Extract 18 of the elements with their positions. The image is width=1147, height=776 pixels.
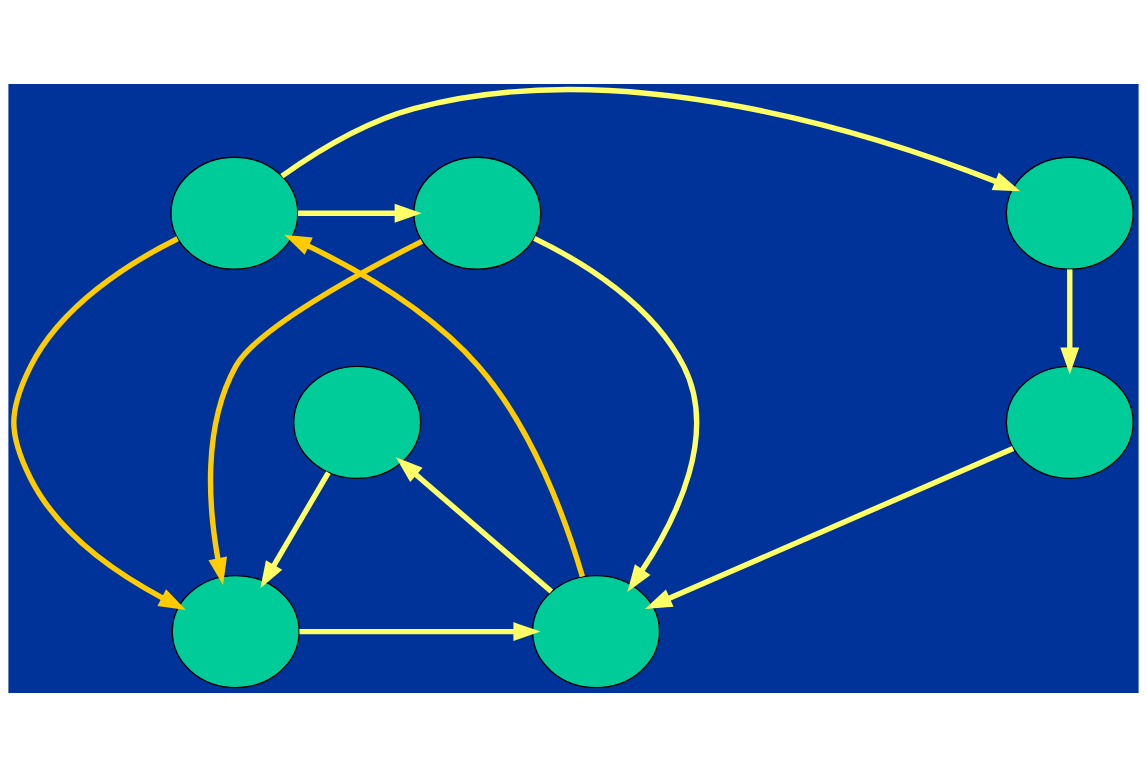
node-circle — [171, 574, 300, 688]
arrow — [207, 238, 424, 585]
arrow — [280, 86, 1021, 191]
node-circle — [413, 156, 542, 270]
arrow — [533, 235, 700, 592]
node-circle — [170, 156, 299, 270]
arrow — [299, 621, 541, 641]
node-circle — [531, 574, 661, 688]
arrow — [284, 234, 585, 577]
node-circle — [1005, 365, 1134, 479]
arrow — [1060, 268, 1080, 375]
node-circle — [1005, 156, 1134, 270]
arrow — [260, 470, 331, 588]
arrow — [644, 445, 1015, 609]
arrow — [297, 203, 422, 223]
arrow — [395, 456, 554, 594]
node-circle — [293, 365, 422, 479]
arrow — [11, 235, 186, 610]
